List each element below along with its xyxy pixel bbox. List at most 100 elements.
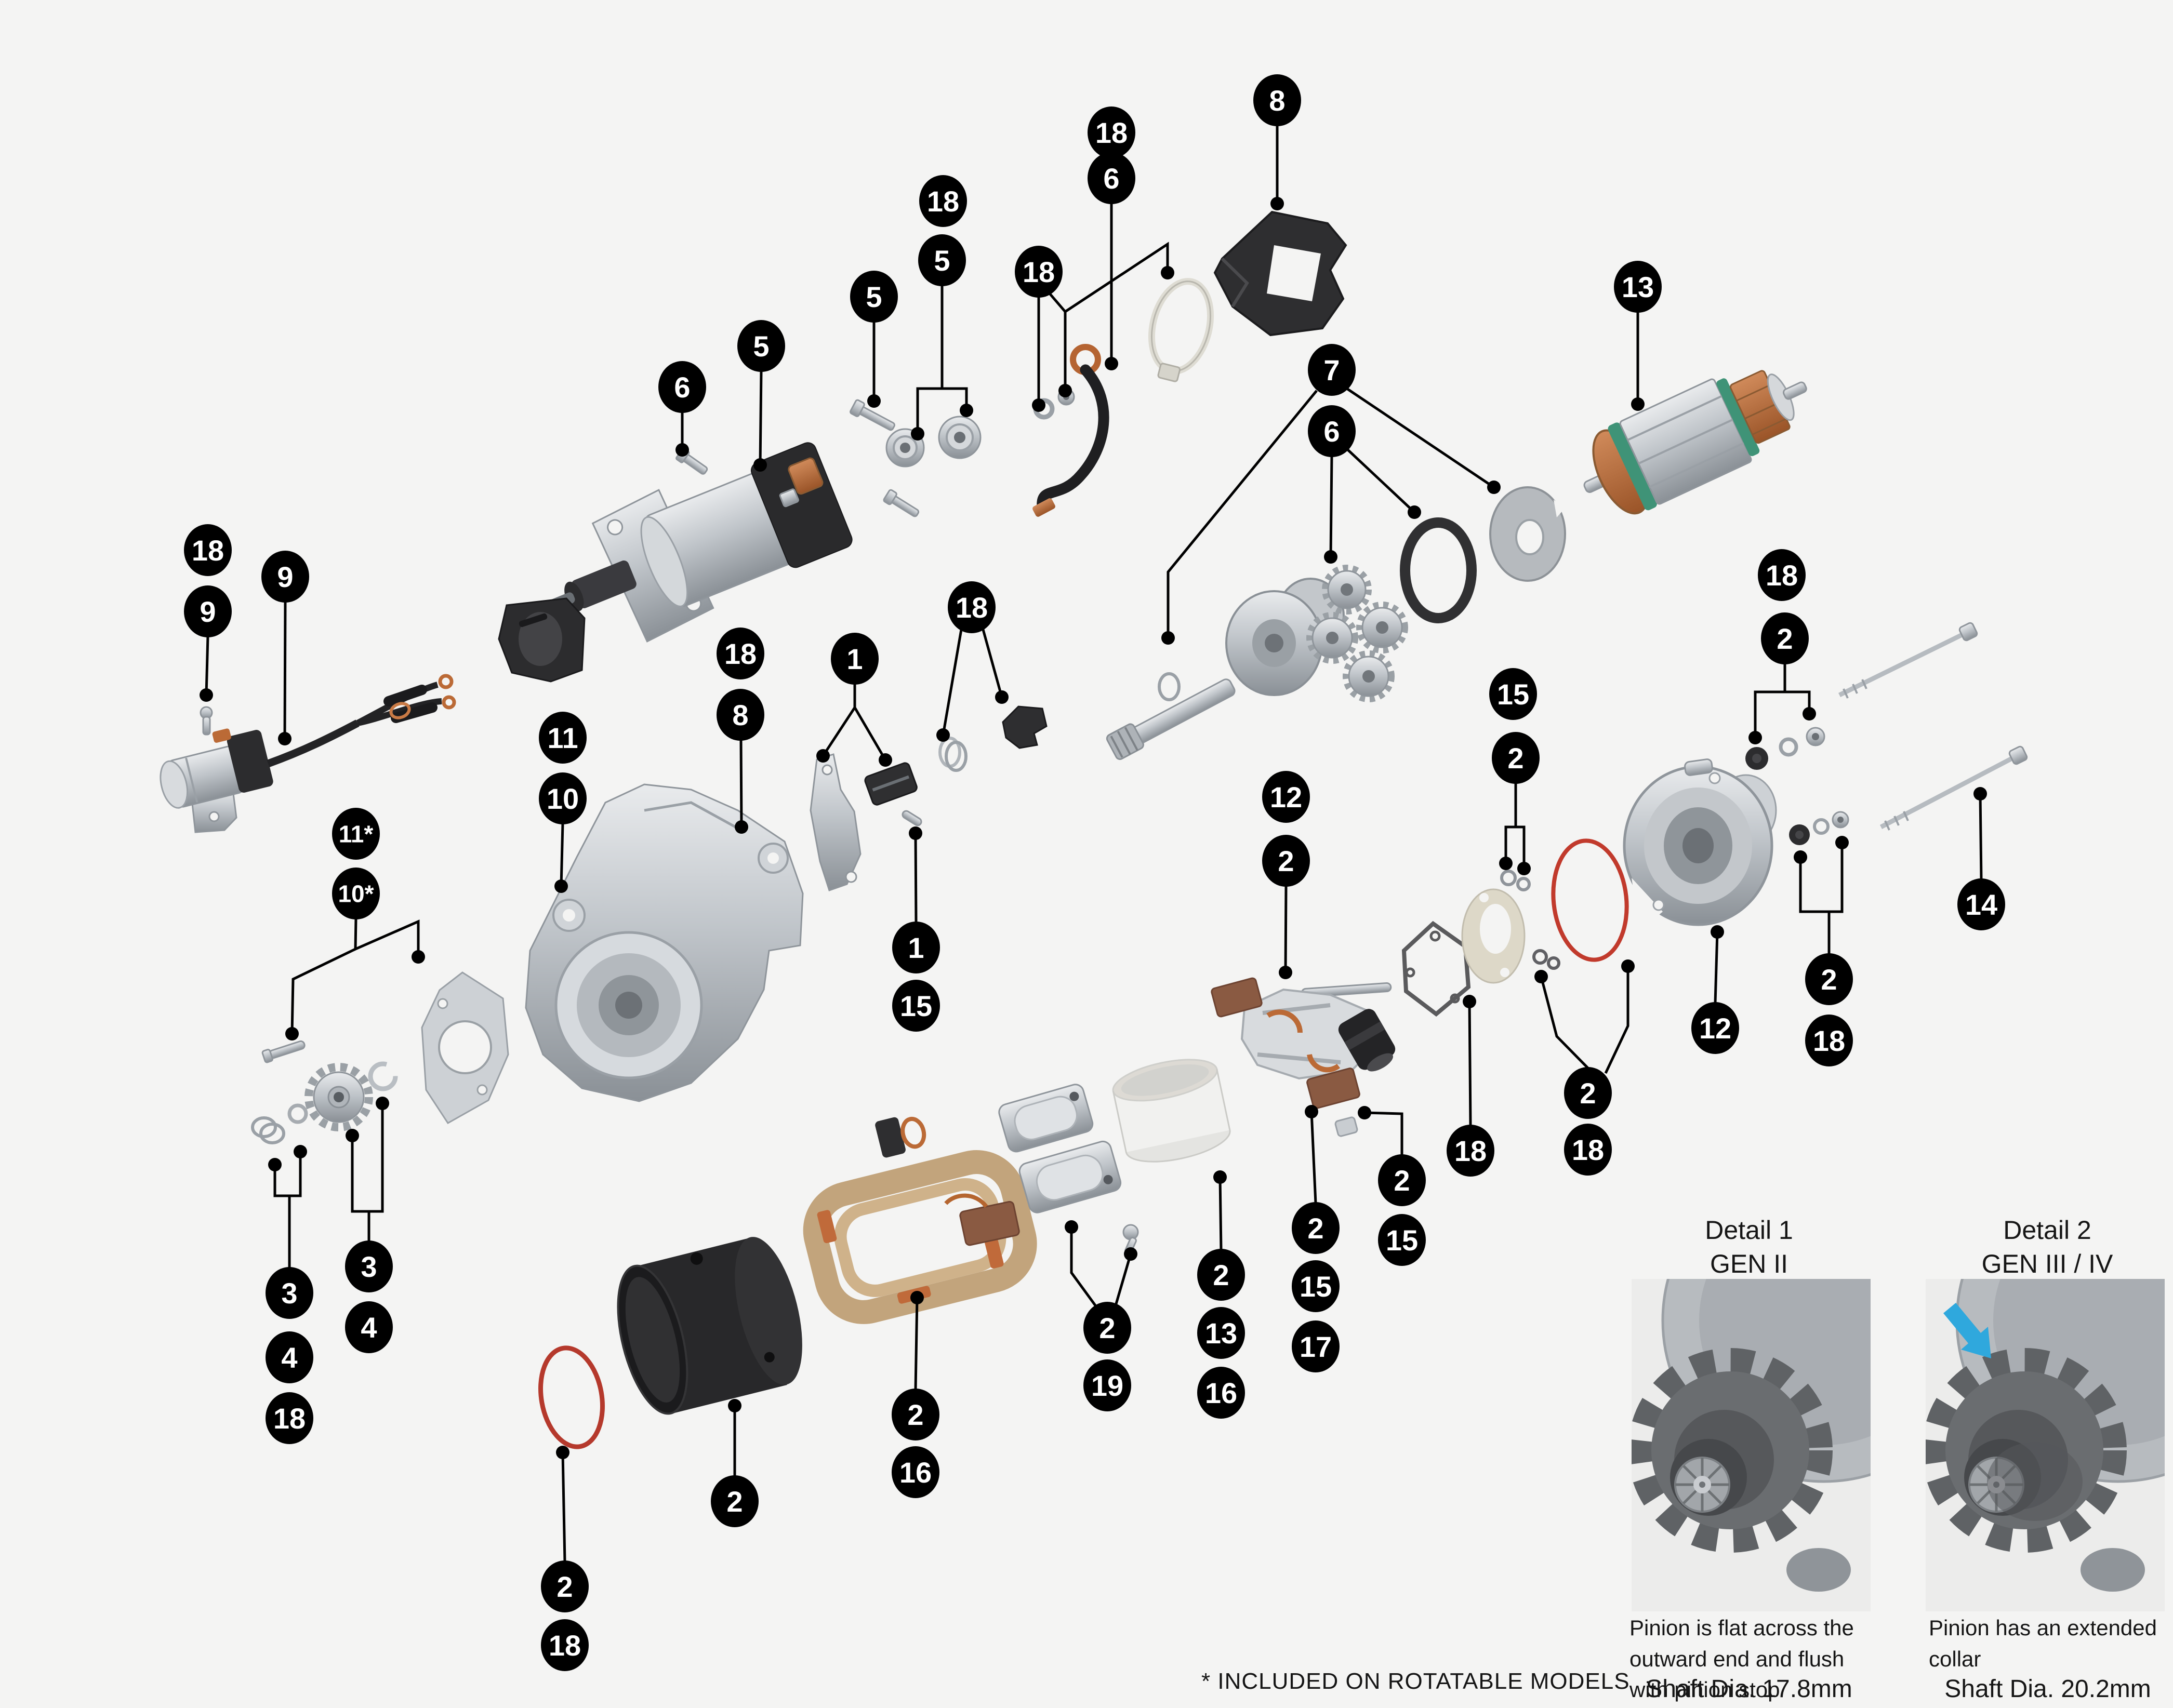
callout-badge: 4 [345, 1301, 393, 1353]
leader-dot [1161, 266, 1174, 279]
leader-line [1829, 843, 1844, 913]
leader-dot [1621, 959, 1635, 973]
part-gasket-insulator [1461, 888, 1526, 984]
callout-badge-label: 11* [339, 821, 374, 848]
part-nut [1806, 727, 1825, 746]
callout-badge-label: 3 [281, 1277, 297, 1310]
part-grommet [1745, 747, 1768, 770]
callout-badge-label: 2 [1099, 1312, 1115, 1344]
detail1-shaft-diameter: Shaft Dia. 17.8mm [1646, 1675, 1852, 1703]
leader-line [351, 1136, 370, 1242]
callout-badge: 4 [266, 1331, 313, 1383]
callout-badge: 18 [717, 628, 764, 679]
leader-line [1167, 390, 1318, 638]
callout-badge: 9 [184, 585, 232, 637]
callout-badge: 2 [1378, 1154, 1426, 1206]
leader-dot [909, 826, 922, 840]
leader-dot [936, 728, 950, 742]
callout-badge: 18 [541, 1619, 589, 1671]
leader-dot [412, 950, 425, 964]
part-brush-holder-assembly [1211, 977, 1396, 1137]
callout-badge-label: 18 [1023, 256, 1055, 288]
leader-dot [675, 443, 689, 457]
leader-dot [1213, 1170, 1227, 1184]
detail2-image [1926, 1159, 2173, 1611]
callout-badge: 13 [1614, 261, 1662, 313]
callout-badge: 5 [737, 320, 785, 372]
callout-badge-label: 15 [1386, 1224, 1418, 1257]
callout-badge-label: 18 [273, 1402, 306, 1435]
callout-badge-label: 2 [1821, 963, 1837, 996]
callout-badge-label: 19 [1091, 1369, 1123, 1402]
part-retainer-clip [368, 1061, 398, 1091]
leader-dot [1408, 505, 1421, 519]
callout-badge-label: 8 [732, 699, 748, 731]
part-orings-pair [1532, 949, 1560, 970]
part-oring-red-right [1551, 838, 1629, 962]
part-end-housing [1623, 758, 1777, 931]
callout-badge: 19 [1083, 1359, 1131, 1411]
callout-badge-label: 2 [1278, 845, 1294, 877]
part-starter-solenoid [527, 442, 853, 643]
callout-badge: 8 [717, 689, 764, 741]
leader-dot [1835, 836, 1849, 849]
part-pinion-gear [304, 1063, 373, 1131]
callout-badge: 14 [1957, 878, 2005, 930]
leader-dot [1711, 925, 1724, 939]
leader-dot [376, 1097, 389, 1110]
callout-badge-label: 14 [1965, 888, 1997, 921]
callout-badge-label: 13 [1205, 1317, 1237, 1350]
callout-badge: 18 [1447, 1125, 1494, 1177]
part-intermediate-bracket [421, 971, 509, 1124]
leader-dot [278, 732, 292, 745]
callout-badge-label: 18 [549, 1629, 581, 1662]
leader-dot [1124, 1247, 1137, 1261]
leader-dot [1499, 857, 1513, 870]
part-planetary-gears [1306, 565, 1408, 702]
callout-badge: 6 [658, 361, 706, 413]
callout-badge: 6 [1088, 152, 1135, 204]
part-mounting-bolt [850, 399, 895, 431]
leader-dot [1358, 1106, 1371, 1119]
leader-dot [268, 1158, 282, 1171]
callout-badge-label: 4 [281, 1341, 297, 1374]
callout-badge: 8 [1253, 74, 1301, 126]
leader-dot [1631, 397, 1645, 411]
leader-line [1799, 857, 1831, 954]
leader-dot [554, 879, 568, 893]
leader-line [1540, 976, 1589, 1069]
callout-badge: 2 [1564, 1067, 1612, 1119]
callout-badge-label: 1 [846, 643, 863, 675]
leader-line [1049, 292, 1067, 391]
leader-dot [960, 404, 973, 417]
leader-line [1785, 690, 1811, 714]
part-oring-small [287, 1103, 308, 1124]
callout-badge-label: 7 [1323, 354, 1340, 386]
part-field-coil [803, 1116, 1037, 1324]
part-grommet [1789, 824, 1810, 845]
callout-badge: 18 [266, 1392, 313, 1444]
leader-line [1218, 1177, 1223, 1250]
leader-line [914, 1297, 919, 1390]
part-pin [902, 810, 922, 826]
callout-badge: 15 [1292, 1260, 1340, 1312]
part-shift-fork [810, 753, 862, 891]
callout-badge-label: 2 [1394, 1164, 1410, 1197]
leader-line [1115, 1253, 1132, 1304]
leader-line [205, 636, 209, 696]
leader-dot [735, 820, 748, 834]
part-brush-segment [998, 1084, 1094, 1153]
callout-badge: 18 [184, 524, 232, 576]
leader-dot [728, 1399, 741, 1412]
part-nut [1832, 811, 1849, 829]
callout-badge-label: 12 [1270, 781, 1302, 813]
leader-dot [1105, 357, 1118, 370]
leader-dot [753, 458, 767, 472]
callout-badge-label: 15 [900, 990, 932, 1022]
part-output-shaft [1106, 578, 1345, 760]
leader-line [1329, 456, 1333, 557]
